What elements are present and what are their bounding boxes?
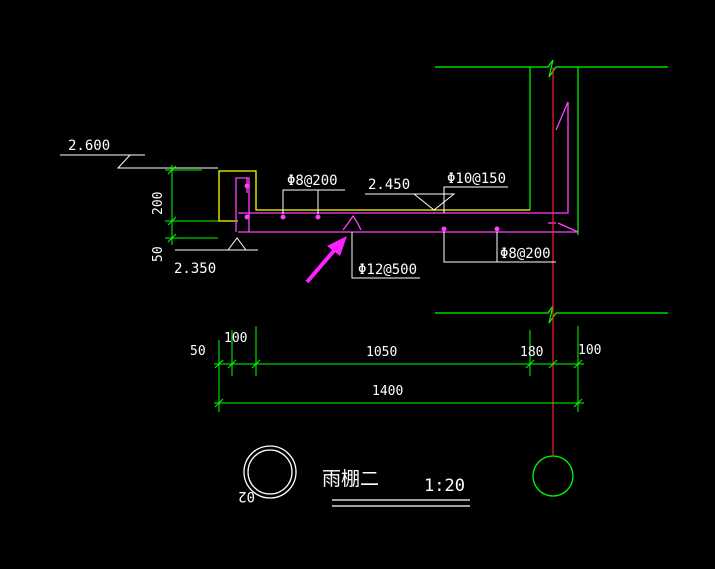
detail-circle-outer (243, 445, 297, 499)
hdim-tick (573, 398, 583, 408)
rebar-dot (280, 214, 286, 220)
hdim-seg1-label: 50 (190, 344, 206, 359)
leader-bottom-right (443, 232, 556, 263)
slab-profile (218, 170, 530, 222)
title-underline (332, 499, 470, 507)
drawing-scale: 1:20 (424, 476, 465, 496)
hdim-seg4-label: 180 (520, 345, 543, 360)
rebar-label-top-right: Φ10@150 (447, 171, 506, 187)
vdim-tick (167, 233, 177, 243)
rebar-group (235, 101, 579, 233)
hdim-tick (251, 359, 261, 369)
vdim-tick (167, 216, 177, 226)
detail-number: 02 (238, 488, 255, 504)
detail-symbol (243, 445, 297, 499)
upper-wall-line (435, 59, 668, 78)
arrow-head (327, 236, 347, 256)
elevation-bottom-label: 2.350 (174, 261, 216, 277)
leader-top-left (282, 189, 345, 214)
rebar-dot (441, 226, 447, 232)
hdim-seg2-label: 100 (224, 331, 247, 346)
hdim-tick (548, 359, 558, 369)
rebar-dot (494, 226, 500, 232)
vdim-tick (167, 165, 177, 175)
vdim-lower-label: 50 (151, 246, 166, 262)
elevation-top-label: 2.600 (68, 138, 110, 154)
rebar-dot (244, 214, 250, 220)
vdim-upper-label: 200 (151, 192, 166, 215)
elevation-slab-label: 2.450 (368, 177, 410, 193)
horizontal-dimension (214, 326, 584, 412)
arrow-shaft (305, 244, 340, 284)
hdim-total-label: 1400 (372, 384, 403, 399)
hdim-tick (214, 359, 224, 369)
rebar-label-top-left: Φ8@200 (287, 173, 338, 189)
slab-outline (218, 170, 530, 222)
edge-stirrup (235, 177, 250, 232)
top-bar (238, 101, 569, 214)
leader-bottom-mid (351, 232, 420, 279)
bottom-bar (238, 222, 579, 233)
hdim-tick (573, 359, 583, 369)
leader-top-right (443, 186, 508, 213)
detail-circle-inner (247, 449, 293, 495)
wall-outline (435, 59, 668, 324)
hdim-tick (525, 359, 535, 369)
pointer-arrow (305, 236, 347, 284)
elev-top-line (60, 154, 218, 169)
hdim-tick (214, 398, 224, 408)
lower-wall-line (435, 305, 668, 324)
elev-slab-marker (365, 193, 456, 211)
drawing-title: 雨棚二 (322, 468, 379, 490)
rebar-label-bottom-mid: Φ12@500 (358, 262, 417, 278)
elevation-markers (60, 154, 456, 251)
vertical-dimension (165, 165, 218, 245)
bent-bar-u (342, 214, 362, 231)
elev-bottom-marker (175, 237, 258, 251)
leader-lines (282, 186, 556, 279)
hdim-tick (227, 359, 237, 369)
axis-bubble (532, 455, 574, 497)
rebar-dot (315, 214, 321, 220)
hdim-seg5-label: 100 (578, 343, 601, 358)
hdim-seg3-label: 1050 (366, 345, 397, 360)
rebar-dot (244, 183, 250, 189)
rebar-label-bottom-right: Φ8@200 (500, 246, 551, 262)
